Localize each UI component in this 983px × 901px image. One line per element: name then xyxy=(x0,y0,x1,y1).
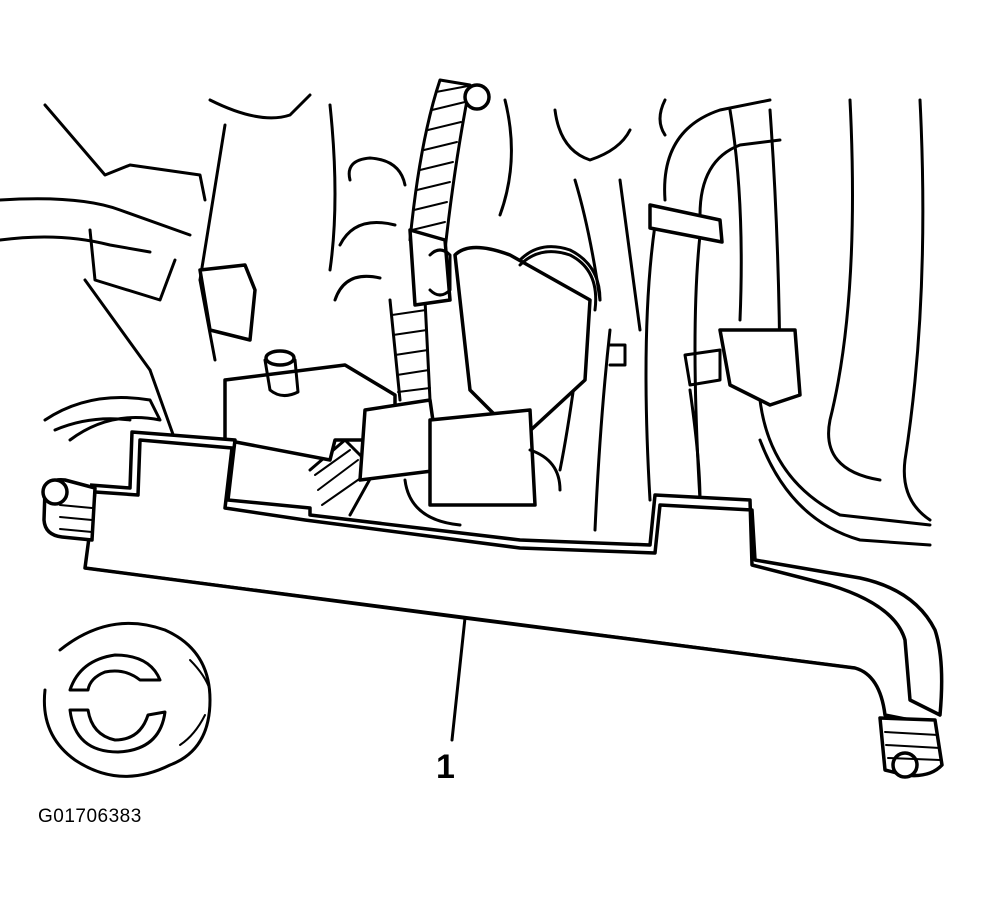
bracket-block xyxy=(198,263,562,527)
oil-filler-cap xyxy=(42,621,212,778)
callout-leader-line xyxy=(450,616,467,742)
manifold-heat-shield xyxy=(83,430,944,722)
callout-label-1: 1 xyxy=(436,748,455,786)
bolts xyxy=(41,477,944,779)
sensor-connector xyxy=(408,228,598,442)
coolant-tube xyxy=(644,98,782,502)
figure-id: G01706383 xyxy=(38,806,142,827)
background-outlines xyxy=(0,93,932,547)
right-connector xyxy=(608,328,802,407)
wiring-harness xyxy=(308,78,491,517)
left-hose xyxy=(43,396,162,442)
